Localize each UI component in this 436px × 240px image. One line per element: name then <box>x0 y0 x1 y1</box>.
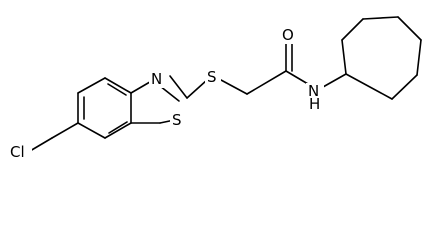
mask-amide-hydrogen <box>307 97 322 112</box>
label-amide-hydrogen: H <box>309 95 320 113</box>
mask-thiazole-nitrogen <box>149 71 165 88</box>
mask-carbonyl-oxygen <box>280 26 298 44</box>
bond-carbonyl-n <box>285 70 309 85</box>
bond-cycloheptane-4 <box>397 16 422 41</box>
label-amide-nitrogen: N <box>308 82 319 100</box>
bond-c2-thioether <box>186 79 208 99</box>
bond-cycloheptane-2 <box>341 18 364 41</box>
mask-amide-nitrogen <box>306 83 324 100</box>
bond-cycloheptane-6 <box>391 74 418 100</box>
label-carbonyl-oxygen: O <box>282 26 294 44</box>
bond-cycloheptane-5 <box>416 39 422 76</box>
bond-ch2-carbonyl <box>246 70 287 95</box>
bond-cycloheptane-1 <box>341 39 347 75</box>
label-thiazole-nitrogen: N <box>151 70 162 88</box>
mask-thiazole-sulfur <box>170 111 186 129</box>
bond-benzene-2 <box>77 122 106 139</box>
bond-benzene-6 <box>77 77 106 94</box>
bond-thioether-ch2 <box>220 79 248 95</box>
label-thiazole-sulfur: S <box>172 111 182 129</box>
molecule-structure-svg: Cl N S S O N H <box>8 16 422 161</box>
bond-cycloheptane-7 <box>345 73 393 100</box>
bond-benzene-5 <box>104 77 132 94</box>
bond-benzene-double-3 <box>107 83 127 96</box>
bond-benzene-1 <box>51 122 79 139</box>
mask-chlorine <box>8 143 32 161</box>
bond-benzene-double-2 <box>108 121 128 134</box>
bond-cycloheptane-3 <box>362 16 399 20</box>
mask-thioether-sulfur <box>205 68 221 86</box>
molecule-diagram: Cl N S S O N H <box>8 16 422 161</box>
bond-chlorine <box>29 137 53 152</box>
bond-thiazole-c2-s <box>169 75 188 99</box>
label-thioether-sulfur: S <box>207 68 217 86</box>
bond-thiazole-double <box>159 85 180 102</box>
bond-n-cycloheptyl <box>322 73 347 88</box>
label-chlorine: Cl <box>10 143 25 161</box>
bond-benzene-3 <box>104 122 132 139</box>
